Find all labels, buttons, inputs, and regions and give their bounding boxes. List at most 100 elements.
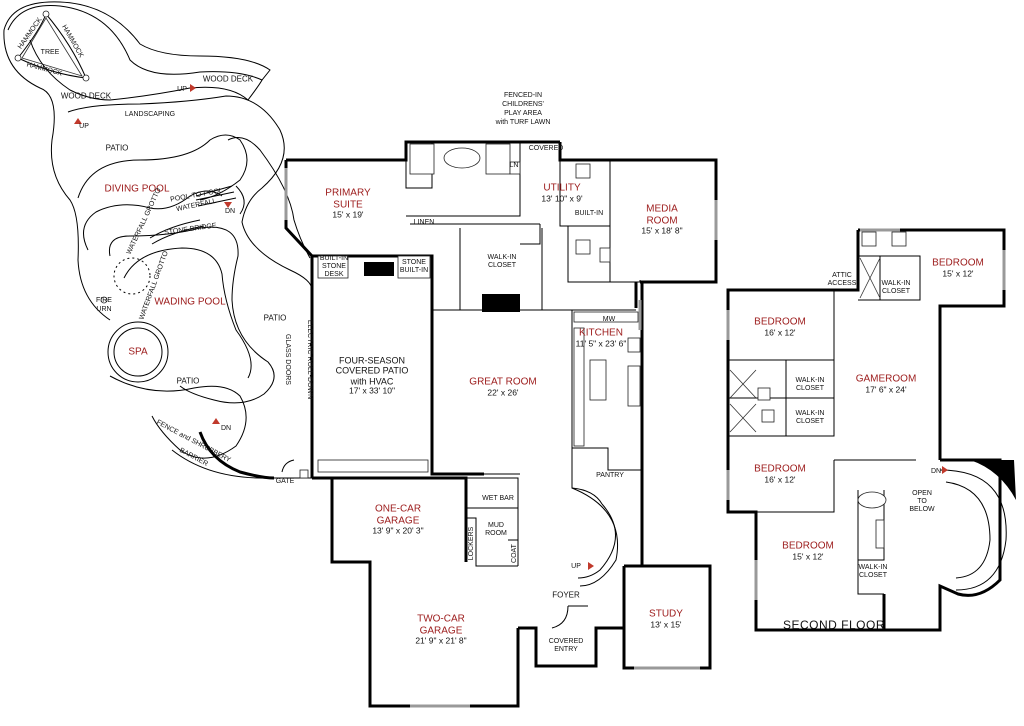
wading-pool-label: WADING POOL	[154, 296, 226, 308]
walk-in-closet-sf-4: WALK-IN CLOSET	[859, 564, 888, 580]
stone-desk-1: BUILT-IN	[319, 254, 349, 262]
patio-top-label: PATIO	[105, 143, 129, 153]
ln-label: LN	[509, 161, 519, 169]
primary-suite-name-2: SUITE	[333, 199, 363, 211]
primary-suite-name-1: PRIMARY	[325, 187, 371, 199]
landscaping-label: LANDSCAPING	[124, 110, 176, 118]
one-car-garage-name-2: GARAGE	[376, 515, 420, 527]
coat-label: COAT	[510, 544, 518, 563]
study-name: STUDY	[649, 608, 683, 620]
stone-built-in-label: STONE BUILT-IN	[400, 259, 428, 275]
up-label-1: UP	[177, 85, 187, 93]
foyer-label: FOYER	[552, 590, 580, 600]
diving-pool-label: DIVING POOL	[104, 183, 170, 195]
wic-sf-3a: WALK-IN	[795, 409, 825, 417]
covered-entry-1: COVERED	[548, 637, 584, 645]
play-area-label-2: CHILDRENS'	[502, 100, 544, 108]
covered-label: COVERED	[528, 144, 564, 152]
great-room-dim: 22' x 26'	[487, 386, 519, 397]
walk-in-closet-sf-1: WALK-IN CLOSET	[882, 280, 911, 296]
four-season-name-3: with HVAC	[350, 376, 394, 387]
kitchen-dim: 11' 5" x 23' 6"	[575, 337, 627, 348]
bedroom-mid-left-name: BEDROOM	[754, 463, 806, 475]
stone-desk-2: STONE	[321, 262, 346, 270]
gameroom-dim: 17' 6" x 24'	[865, 383, 907, 394]
wic-sf-4b: CLOSET	[858, 572, 888, 579]
dn-label-1: DN	[224, 207, 236, 215]
fixtures	[409, 143, 907, 549]
patio-mid-label: PATIO	[263, 313, 287, 323]
windows	[284, 168, 1006, 708]
built-in-label: BUILT-IN	[574, 209, 604, 217]
wic-sf-2a: WALK-IN	[795, 376, 825, 384]
bedroom-top-right-label: BEDROOM 15' x 12'	[932, 257, 984, 278]
up-stairs-label: UP	[571, 562, 581, 570]
media-room-dim: 15' x 18' 8"	[641, 225, 683, 236]
wic-sf-2b: CLOSET	[795, 385, 825, 392]
bedroom-top-right-name: BEDROOM	[932, 257, 984, 269]
gameroom-label: GAMEROOM 17' 6" x 24'	[856, 373, 917, 394]
bedroom-bottom-label: BEDROOM 15' x 12'	[782, 540, 834, 561]
roll-down-doors-label-1: ELECTRIC ROLL-DOWN	[306, 319, 314, 400]
mud-room-2: ROOM	[485, 530, 507, 537]
open-to-below-3: BELOW	[909, 506, 935, 514]
covered-entry-2: ENTRY	[554, 646, 578, 653]
tree-label: TREE	[40, 48, 60, 56]
four-season-patio-label: FOUR-SEASON COVERED PATIO with HVAC 17' …	[336, 356, 409, 397]
one-car-garage-name-1: ONE-CAR	[374, 503, 422, 515]
gate-label: GATE	[275, 477, 295, 485]
bedroom-bottom-name: BEDROOM	[782, 540, 834, 552]
dn-label-2: DN	[220, 424, 232, 432]
up-label-2: UP	[79, 122, 89, 130]
wic-sf-3b: CLOSET	[795, 418, 825, 425]
spa-label: SPA	[128, 346, 148, 358]
kitchen-label: KITCHEN 11' 5" x 23' 6"	[576, 327, 627, 348]
four-season-dim: 17' x 33' 10"	[349, 385, 395, 396]
attic-access-label: ATTIC ACCESS	[828, 272, 857, 288]
two-car-garage-name-2: GARAGE	[419, 625, 463, 637]
gameroom-name: GAMEROOM	[855, 373, 917, 385]
fire-urn-label-2: URN	[96, 305, 112, 313]
two-car-garage-name-1: TWO-CAR	[417, 613, 465, 625]
stone-built-in-2: BUILT-IN	[399, 267, 429, 274]
play-area-label-1: FENCED-IN	[503, 91, 543, 99]
study-dim: 13' x 15'	[650, 618, 682, 629]
fire-urn-label-1: FIRE	[96, 296, 112, 304]
linen-label: LINEN	[413, 218, 435, 226]
stone-built-in-1: STONE	[401, 258, 426, 266]
second-floor-title: SECOND FLOOR	[782, 618, 886, 633]
two-car-garage-label: TWO-CAR GARAGE 21' 9" x 21' 8"	[415, 614, 466, 647]
built-in-stone-desk-label: BUILT-IN STONE DESK	[320, 255, 348, 279]
bedroom-upper-left-dim: 16' x 12'	[764, 326, 796, 337]
media-room-name-1: MEDIA	[646, 203, 678, 215]
bedroom-upper-left-name: BEDROOM	[754, 316, 806, 328]
pantry-label: PANTRY	[596, 471, 624, 479]
great-room-name: GREAT ROOM	[469, 376, 537, 388]
wic-sf-1a: WALK-IN	[881, 279, 911, 287]
lockers-label: LOCKERS	[468, 526, 476, 561]
open-to-below-2: TO	[917, 497, 927, 505]
mud-room-label: MUD ROOM	[485, 522, 507, 538]
utility-label: UTILITY 13' 10" x 9'	[541, 182, 582, 203]
walk-in-closet-label: WALK-IN CLOSET	[488, 254, 517, 270]
one-car-garage-label: ONE-CAR GARAGE 13' 9" x 20' 3"	[372, 504, 423, 537]
bedroom-upper-left-label: BEDROOM 16' x 12'	[754, 316, 806, 337]
bedroom-mid-left-dim: 16' x 12'	[764, 473, 796, 484]
open-to-below-1: OPEN	[912, 489, 932, 497]
roll-down-doors-label-2: GLASS DOORS	[283, 334, 291, 385]
walk-in-closet-2: CLOSET	[487, 262, 517, 269]
landscape-outlines	[3, 1, 332, 480]
kitchen-name: KITCHEN	[579, 327, 623, 339]
play-area-label-3: PLAY AREA	[504, 109, 542, 117]
one-car-garage-dim: 13' 9" x 20' 3"	[372, 525, 424, 536]
bedroom-bottom-dim: 15' x 12'	[792, 550, 824, 561]
covered-entry-label: COVERED ENTRY	[549, 638, 584, 654]
attic-access-2: ACCESS	[827, 280, 857, 287]
first-floor-walls	[284, 140, 718, 708]
dn-sf-label: DN	[930, 467, 942, 475]
utility-name: UTILITY	[543, 182, 581, 194]
great-room-label: GREAT ROOM 22' x 26'	[469, 376, 536, 397]
walk-in-closet-sf-2: WALK-IN CLOSET	[796, 377, 825, 393]
primary-suite-dim: 15' x 19'	[332, 209, 364, 220]
